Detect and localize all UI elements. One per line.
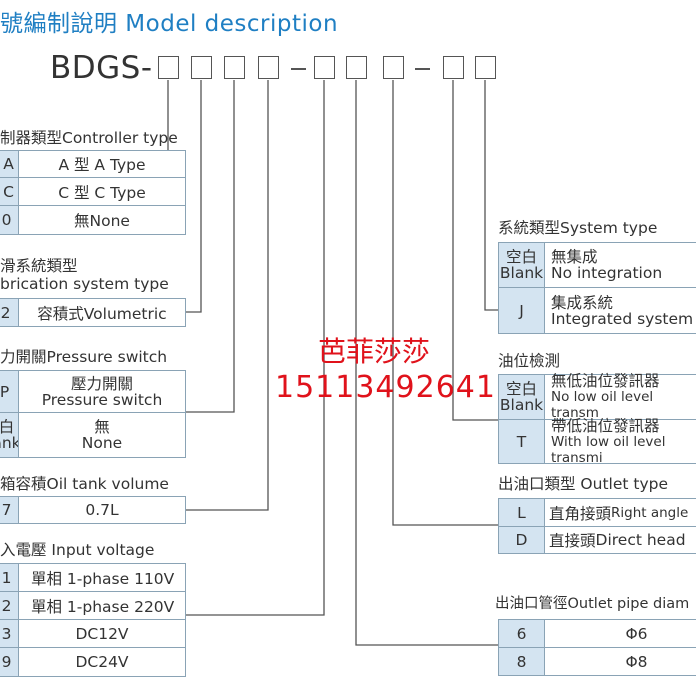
oil-level-desc-t-cn: 帶低油位發訊器 (551, 416, 660, 435)
voltage-code-9: 9 (0, 647, 19, 677)
controller-desc-a: A 型 A Type (18, 150, 186, 178)
code-slot-pipe (346, 56, 367, 79)
voltage-code-3: 3 (0, 619, 19, 648)
oil-level-desc-blank-en: No low oil level transm (551, 389, 654, 421)
model-prefix: BDGS- (50, 50, 153, 86)
pipe-desc-6: Φ6 (544, 619, 696, 648)
pressure-desc-p-en: Pressure switch (41, 390, 163, 409)
outlet-desc-d-en: Direct head (595, 531, 686, 549)
pressure-desc-p: 壓力開關 Pressure switch (18, 370, 186, 413)
voltage-desc-3: DC12V (18, 619, 186, 648)
oil-level-code-blank-en: Blank (499, 396, 544, 414)
code-slot-tank (258, 56, 279, 79)
outlet-type-label: 出油口類型 Outlet type (498, 475, 669, 493)
oil-level-label: 油位檢測 (498, 352, 561, 370)
lubrication-label-cn: 滑系統類型 (0, 257, 78, 275)
controller-code-c: C (0, 177, 19, 206)
pressure-code-blank: 白 ank (0, 412, 21, 458)
input-voltage-label: 入電壓 Input voltage (0, 541, 155, 559)
pressure-switch-label: 力開關Pressure switch (0, 348, 168, 366)
line-lubrication (186, 80, 202, 313)
pressure-desc-p-cn: 壓力開關 (70, 374, 133, 393)
oil-level-desc-blank-cn: 無低油位發訊器 (551, 372, 660, 390)
system-code-blank: 空白 Blank (498, 242, 545, 288)
line-outlet (392, 80, 498, 526)
controller-desc-c: C 型 C Type (18, 177, 186, 206)
pipe-desc-8: Φ8 (544, 647, 696, 676)
code-slot-system (475, 56, 496, 79)
voltage-desc-2: 單相 1-phase 220V (18, 591, 186, 620)
system-desc-blank-en: No integration (551, 264, 663, 282)
page-title: 號編制說明 Model description (0, 11, 339, 37)
system-code-blank-cn: 空白 (505, 248, 537, 266)
overlay-name: 芭菲莎莎 (318, 335, 431, 368)
code-dash (415, 68, 430, 70)
voltage-desc-1: 單相 1-phase 110V (18, 563, 186, 592)
oil-level-code-blank-cn: 空白 (505, 380, 537, 398)
voltage-code-2: 2 (0, 591, 19, 620)
line-pipe (355, 80, 498, 646)
pressure-code-blank-cn: 白 (0, 418, 15, 436)
code-slot-controller (158, 56, 179, 79)
tank-code-7: 7 (0, 496, 19, 524)
pipe-code-6: 6 (498, 619, 545, 648)
outlet-desc-l: 直角接頭 Right angle (544, 498, 696, 527)
system-desc-j-en: Integrated system (551, 309, 694, 328)
outlet-desc-d: 直接頭 Direct head (544, 526, 696, 554)
pressure-code-blank-en: ank (0, 434, 21, 452)
lubrication-code-2: 2 (0, 298, 19, 327)
outlet-desc-d-cn: 直接頭 (549, 532, 596, 550)
pressure-desc-blank-en: None (81, 434, 123, 452)
voltage-desc-9: DC24V (18, 647, 186, 677)
outlet-code-d: D (498, 526, 545, 554)
code-slot-lubrication (191, 56, 212, 79)
oil-level-code-blank: 空白 Blank (498, 374, 545, 420)
system-code-blank-en: Blank (499, 264, 544, 282)
line-pressure (186, 80, 235, 413)
code-dash (291, 68, 306, 70)
system-type-label: 系統類型System type (498, 219, 658, 237)
code-slot-pressure (224, 56, 245, 79)
controller-type-label: 制器類型Controller type (0, 129, 178, 147)
lubrication-label-en: brication system type (0, 275, 169, 293)
voltage-code-1: 1 (0, 563, 19, 592)
line-oil-level (452, 80, 498, 421)
code-slot-oil-level (443, 56, 464, 79)
system-desc-j-cn: 集成系統 (551, 293, 614, 312)
system-desc-blank-cn: 無集成 (551, 248, 598, 266)
outlet-desc-l-cn: 直角接頭 (549, 504, 612, 523)
pipe-diameter-label: 出油口管徑Outlet pipe diam (495, 596, 690, 612)
controller-code-0: 0 (0, 205, 19, 235)
oil-level-code-t: T (498, 419, 545, 464)
system-code-j: J (498, 287, 545, 334)
tank-desc-7: 0.7L (18, 496, 186, 524)
line-system (484, 80, 498, 311)
pressure-desc-blank: 無 None (18, 412, 186, 458)
controller-code-a: A (0, 150, 19, 178)
code-slot-voltage (314, 56, 335, 79)
oil-level-desc-t-en: With low oil level transmi (551, 433, 666, 466)
controller-desc-0: 無None (18, 205, 186, 235)
system-desc-blank: 無集成 No integration (544, 242, 696, 288)
oil-level-desc-t: 帶低油位發訊器 With low oil level transmi (544, 416, 696, 466)
tank-volume-label: 箱容積Oil tank volume (0, 475, 169, 493)
system-desc-j: 集成系統 Integrated system (544, 287, 696, 334)
line-voltage (186, 80, 325, 616)
outlet-code-l: L (498, 498, 545, 527)
line-tank (186, 80, 269, 511)
outlet-desc-l-en: Right angle (611, 504, 689, 521)
code-slot-outlet (383, 56, 404, 79)
lubrication-desc-2: 容積式Volumetric (18, 298, 186, 327)
pressure-code-p: P (0, 370, 19, 413)
pressure-desc-blank-cn: 無 (94, 418, 110, 436)
overlay-phone: 15113492641 (275, 370, 496, 405)
oil-level-desc-blank: 無低油位發訊器 No low oil level transm (544, 372, 696, 421)
pipe-code-8: 8 (498, 647, 545, 676)
